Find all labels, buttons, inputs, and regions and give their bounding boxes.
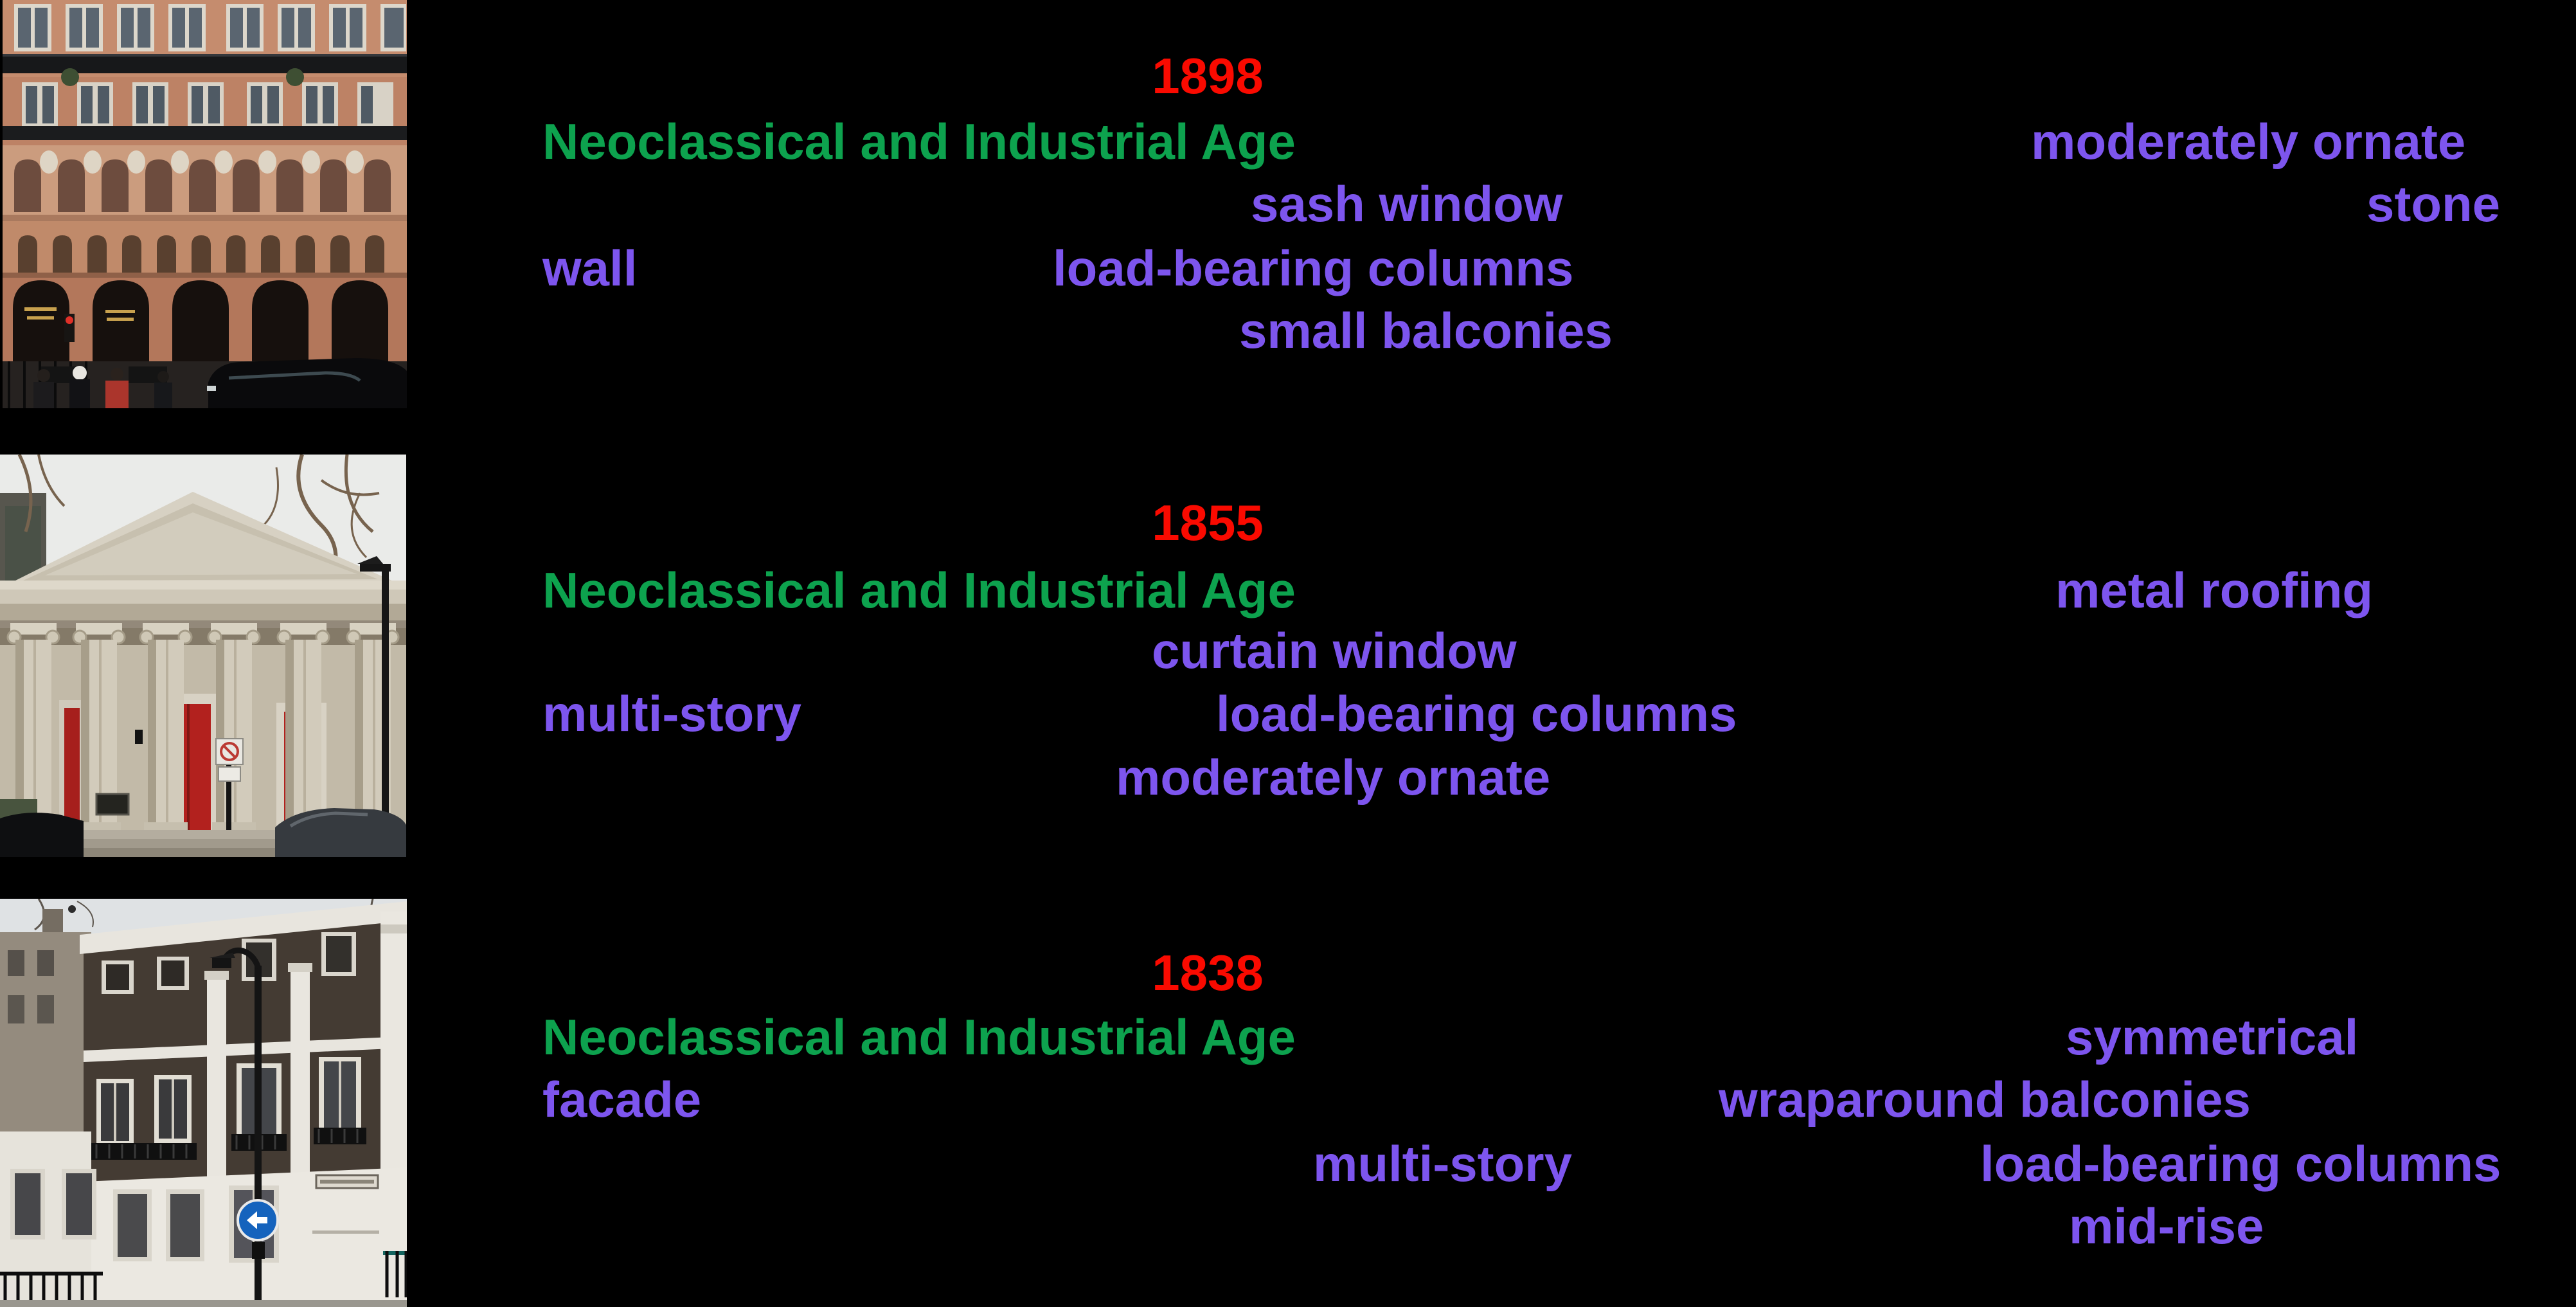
street-sign	[215, 738, 244, 842]
keyword-multi-story-row3: multi-story	[1313, 1135, 1573, 1192]
keyword-small-balconies: small balconies	[1239, 302, 1613, 359]
keyword-sash-window: sash window	[1251, 176, 1563, 232]
photo-georgian-townhouse	[0, 899, 407, 1307]
year-label-row1: 1898	[1152, 48, 1264, 104]
era-label-row2: Neoclassical and Industrial Age	[542, 562, 1296, 618]
era-label-row1: Neoclassical and Industrial Age	[542, 113, 1296, 170]
keyword-load-bearing-columns-row2: load-bearing columns	[1216, 685, 1737, 742]
hotel-upper-windows	[14, 4, 406, 51]
lamp-post	[210, 947, 279, 1307]
keyword-stone: stone	[2366, 176, 2501, 232]
year-label-row2: 1855	[1152, 494, 1264, 551]
keyword-load-bearing-columns-row1: load-bearing columns	[1053, 240, 1574, 296]
hotel-lower-arcade	[3, 221, 407, 278]
street-lamp	[357, 556, 391, 827]
keyword-moderately-ornate-row2: moderately ornate	[1116, 749, 1551, 806]
bare-tree-branches	[17, 455, 380, 571]
hotel-street-scene	[3, 358, 407, 408]
photo-victorian-hotel	[3, 0, 407, 408]
hotel-mid-windows	[3, 68, 407, 140]
keyword-load-bearing-columns-row3: load-bearing columns	[1980, 1135, 2501, 1192]
keyword-wall: wall	[542, 240, 638, 296]
hotel-ground-floor	[3, 278, 407, 361]
pediment	[0, 492, 406, 590]
keyword-facade: facade	[542, 1071, 702, 1128]
townhouse-illustration	[0, 899, 407, 1307]
photo-neoclassical-church	[0, 455, 406, 857]
keyword-multi-story-row2: multi-story	[542, 685, 802, 742]
keyword-symmetrical: symmetrical	[2066, 1009, 2359, 1065]
victorian-hotel-illustration	[3, 0, 407, 408]
keyword-moderately-ornate-row1: moderately ornate	[2031, 113, 2466, 170]
hotel-arcade	[3, 145, 407, 221]
keyword-metal-roofing: metal roofing	[2055, 562, 2374, 618]
neighbor-building	[0, 909, 91, 1131]
keyword-curtain-window: curtain window	[1152, 622, 1517, 679]
year-label-row3: 1838	[1152, 944, 1264, 1001]
keyword-wraparound-balconies: wraparound balconies	[1719, 1071, 2251, 1128]
church-illustration	[0, 455, 406, 857]
railings	[0, 1251, 407, 1307]
era-label-row3: Neoclassical and Industrial Age	[542, 1009, 1296, 1065]
keyword-mid-rise: mid-rise	[2069, 1198, 2264, 1254]
